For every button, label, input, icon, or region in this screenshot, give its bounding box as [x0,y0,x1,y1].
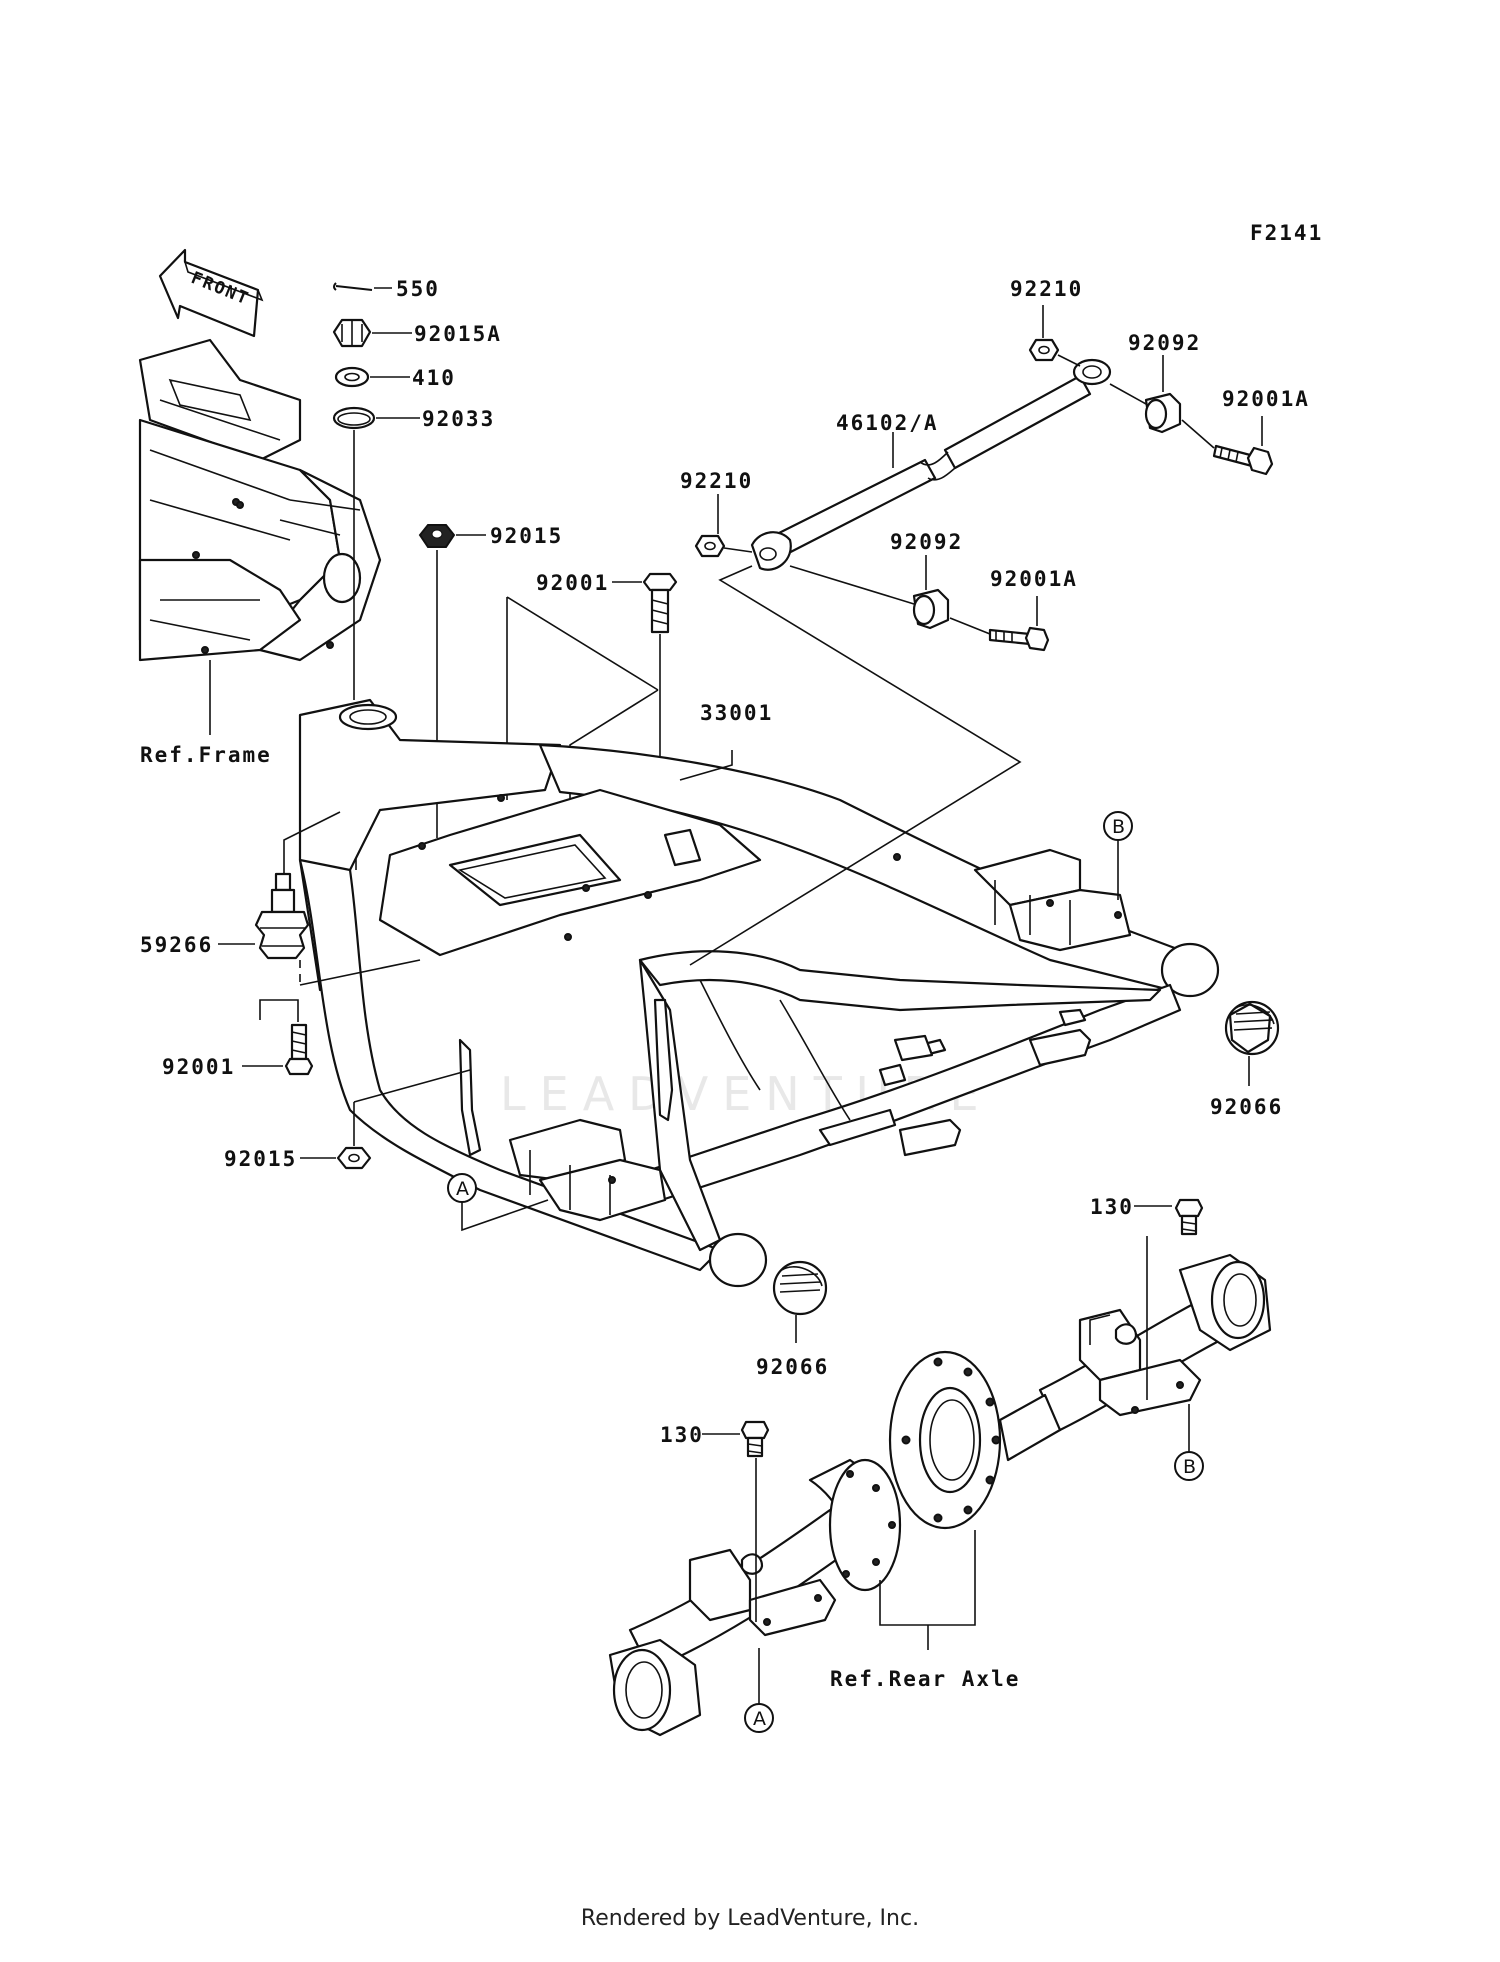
svg-text:A: A [753,1708,766,1730]
part-label-92092-top: 92092 [1128,331,1201,355]
part-label-92015-top: 92015 [490,524,563,548]
svg-text:B: B [1183,1456,1196,1478]
part-label-550: 550 [396,277,440,301]
bolt-92001a-top [1212,444,1274,476]
cap-92066-bottom [772,1260,828,1316]
circlip-92033 [332,406,376,430]
svg-text:A: A [456,1178,469,1200]
marker-a-upper: A [447,1173,477,1203]
rear-axle-brake-disc [888,1350,1062,1530]
part-label-92015-bottom: 92015 [224,1147,297,1171]
bolt-92001a-mid [988,626,1050,652]
bushing-92092-mid [912,588,950,630]
part-label-92001-left: 92001 [162,1055,235,1079]
nut-92015-bottom [336,1146,372,1170]
ref-rear-axle-label: Ref.Rear Axle [830,1667,1020,1691]
part-label-92015a: 92015A [414,322,502,346]
ref-frame-label: Ref.Frame [140,743,272,767]
front-arrow-icon: FRONT [158,248,264,338]
marker-b-lower: B [1174,1451,1204,1481]
part-label-92033: 92033 [422,407,495,431]
part-label-92001a-mid: 92001A [990,567,1078,591]
washer-410 [334,366,370,388]
bolt-130-right [1174,1198,1204,1236]
rear-axle-right-housing [1038,1253,1272,1432]
nut-92210-top [1028,338,1060,362]
diagram-code: F2141 [1250,221,1323,245]
part-label-46102a: 46102/A [836,411,939,435]
bolt-92001-left [284,1023,314,1076]
tie-rod-46102a [750,358,1112,571]
footer-credit: Rendered by LeadVenture, Inc. [580,1906,920,1931]
bushing-92092-top [1144,392,1182,434]
part-label-92092-mid: 92092 [890,530,963,554]
part-label-92001a-top: 92001A [1222,387,1310,411]
marker-b-upper: B [1103,811,1133,841]
cap-92066-right [1224,1000,1280,1056]
part-label-92210-mid: 92210 [680,469,753,493]
castle-nut-92015a [332,318,372,348]
bump-stop-59266 [254,872,310,960]
part-label-33001: 33001 [700,701,773,725]
bolt-92001-top [642,572,678,634]
nut-92015-top [418,524,456,548]
marker-a-lower: A [744,1703,774,1733]
bolt-130-left [740,1420,770,1458]
part-label-59266: 59266 [140,933,213,957]
ref-frame-illustration [138,338,382,662]
part-label-410: 410 [412,366,456,390]
part-label-130-right: 130 [1090,1195,1134,1219]
rear-axle-left-housing [608,1458,902,1737]
part-label-130-left: 130 [660,1423,704,1447]
part-label-92066-bottom: 92066 [756,1355,829,1379]
part-label-92066-right: 92066 [1210,1095,1283,1119]
svg-text:B: B [1112,816,1125,838]
cotter-pin-550 [333,282,373,291]
swing-arm-33001 [298,698,1220,1288]
part-label-92001-top: 92001 [536,571,609,595]
nut-92210-mid [694,534,726,558]
part-label-92210-top: 92210 [1010,277,1083,301]
